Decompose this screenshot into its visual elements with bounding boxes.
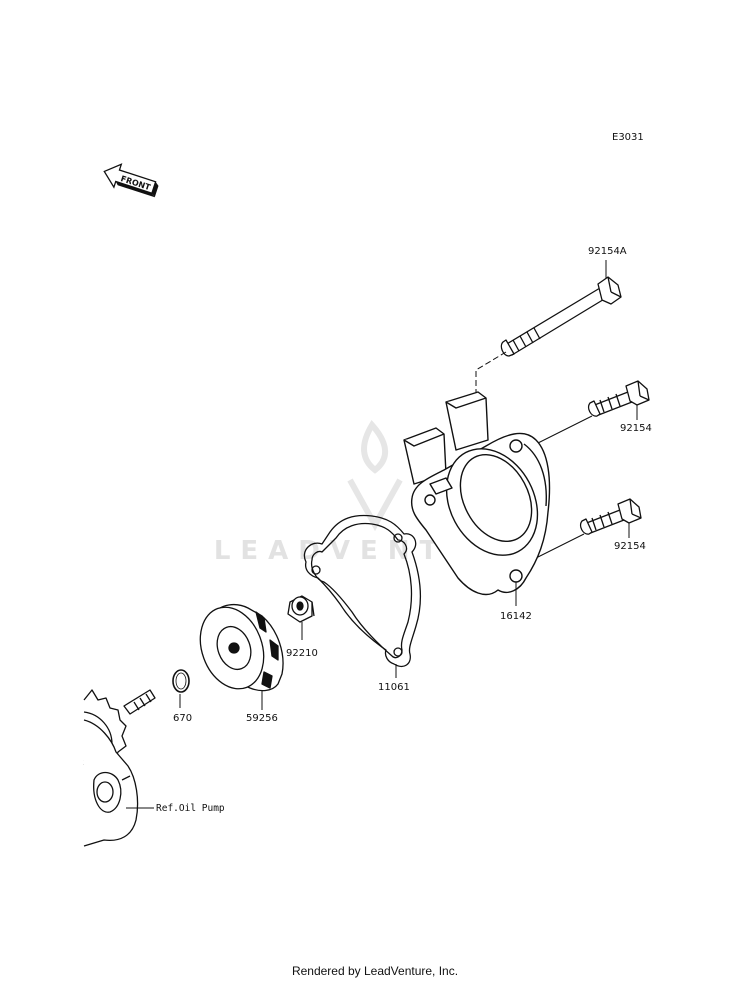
gasket-icon <box>303 514 421 668</box>
bolt-lower-icon <box>579 498 642 535</box>
diagram-code: E3031 <box>612 132 644 143</box>
watermark-logo-icon <box>347 419 403 532</box>
impeller-icon <box>199 603 284 692</box>
part-label-59256: 59256 <box>246 713 278 724</box>
part-label-92154-upper: 92154 <box>620 423 652 434</box>
reference-label: Ref.Oil Pump <box>156 803 225 814</box>
bolt-upper-icon <box>587 380 650 417</box>
part-label-670: 670 <box>173 713 192 724</box>
nut-icon <box>287 595 315 623</box>
bolt-long-icon <box>500 276 622 357</box>
part-label-16142: 16142 <box>500 611 532 622</box>
part-label-11061: 11061 <box>378 682 410 693</box>
oil-pump-reference-icon <box>83 689 156 847</box>
front-arrow-icon: FRONT <box>103 163 159 198</box>
part-label-92210: 92210 <box>286 648 318 659</box>
footer-credit: Rendered by LeadVenture, Inc. <box>291 964 459 978</box>
part-label-92154-lower: 92154 <box>614 541 646 552</box>
part-label-92154a: 92154A <box>588 246 627 257</box>
pump-cover-icon <box>403 391 551 596</box>
o-ring-icon <box>172 669 190 693</box>
